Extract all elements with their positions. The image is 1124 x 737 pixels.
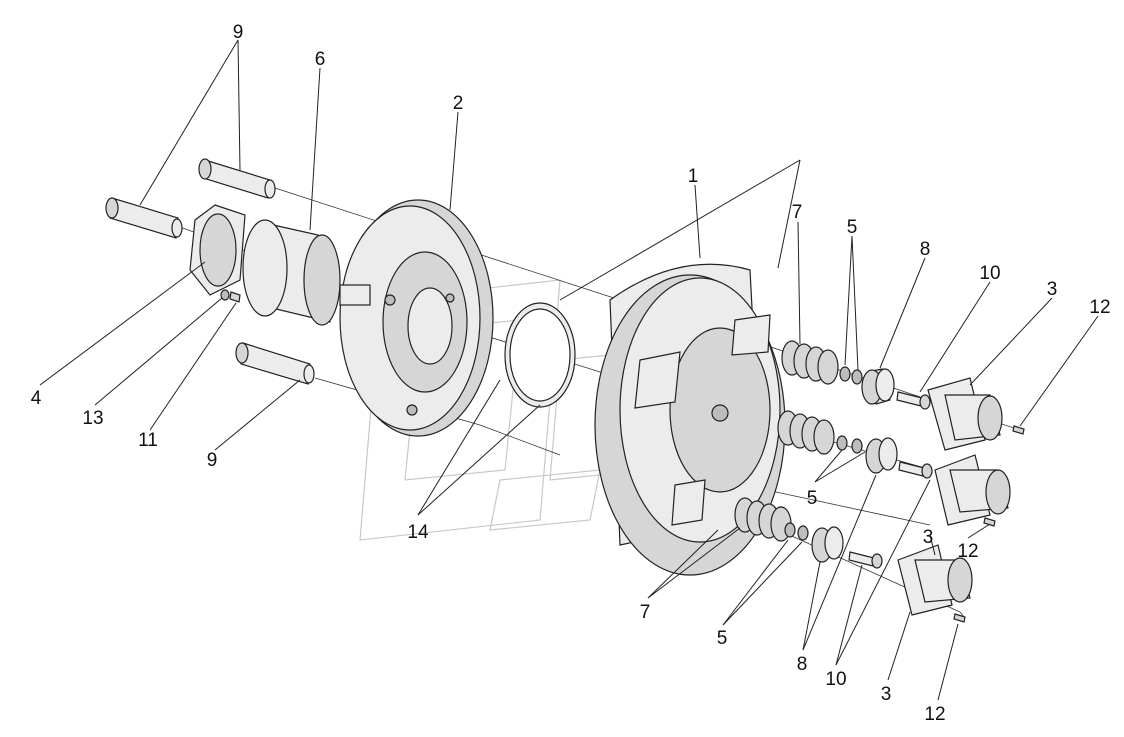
callout-7-top: 7 (792, 202, 803, 223)
callout-13: 13 (82, 408, 103, 429)
washers-5-upper (839, 366, 863, 385)
callout-14: 14 (407, 522, 429, 543)
bolt-11 (229, 291, 241, 303)
callout-5-bottom: 5 (717, 628, 728, 649)
spring-7-upper (781, 340, 839, 385)
bushing-8-lower (811, 526, 844, 563)
callout-7-bottom: 7 (640, 602, 651, 623)
ring-14 (504, 302, 576, 408)
pin-9-left (105, 197, 183, 239)
callout-4: 4 (31, 388, 42, 409)
spring-7-middle (777, 410, 835, 455)
cover-plate-4 (189, 204, 246, 296)
callout-12-bottom: 12 (924, 704, 945, 725)
bolt-10-middle (898, 461, 933, 479)
callout-3-top: 3 (1047, 279, 1058, 300)
cylinder-6 (242, 219, 341, 326)
callout-8-bottom: 8 (797, 654, 808, 675)
leader-lines (39, 39, 1099, 701)
cap-3-lower (897, 544, 973, 616)
callout-9-bottom: 9 (207, 450, 218, 471)
screw-12-middle (983, 517, 996, 527)
callout-labels: 9 6 2 1 7 5 8 10 3 12 4 13 11 9 14 5 3 1… (31, 22, 1111, 725)
housing-1 (594, 263, 786, 576)
pin-9-lower (235, 342, 315, 385)
callout-12-middle: 12 (957, 541, 978, 562)
washer-13 (220, 289, 230, 301)
callout-1: 1 (688, 166, 699, 187)
screw-12-upper (1012, 425, 1025, 435)
cap-3-middle (934, 454, 1011, 526)
callout-8-top: 8 (920, 239, 931, 260)
screw-12-lower (953, 613, 966, 623)
callout-12-top: 12 (1089, 297, 1110, 318)
washers-5-lower (784, 522, 809, 541)
callout-6: 6 (315, 49, 326, 70)
callout-9-top: 9 (233, 22, 244, 43)
bushing-8-upper (861, 368, 895, 405)
cap-3-upper (927, 377, 1003, 451)
flange-disk-2 (339, 199, 494, 437)
bolt-10-upper (896, 391, 931, 410)
callout-3-middle: 3 (923, 527, 934, 548)
callout-5-top: 5 (847, 217, 858, 238)
callout-10-bottom: 10 (825, 669, 846, 690)
washers-5-middle (836, 435, 863, 454)
callout-10-top: 10 (979, 263, 1000, 284)
callout-11: 11 (138, 430, 158, 451)
callout-3-bottom: 3 (881, 684, 892, 705)
bolt-10-lower (848, 551, 883, 569)
bushing-8-middle (865, 437, 898, 474)
callout-2: 2 (453, 93, 464, 114)
callout-5-middle: 5 (807, 488, 818, 509)
pin-9-upper (198, 158, 276, 199)
